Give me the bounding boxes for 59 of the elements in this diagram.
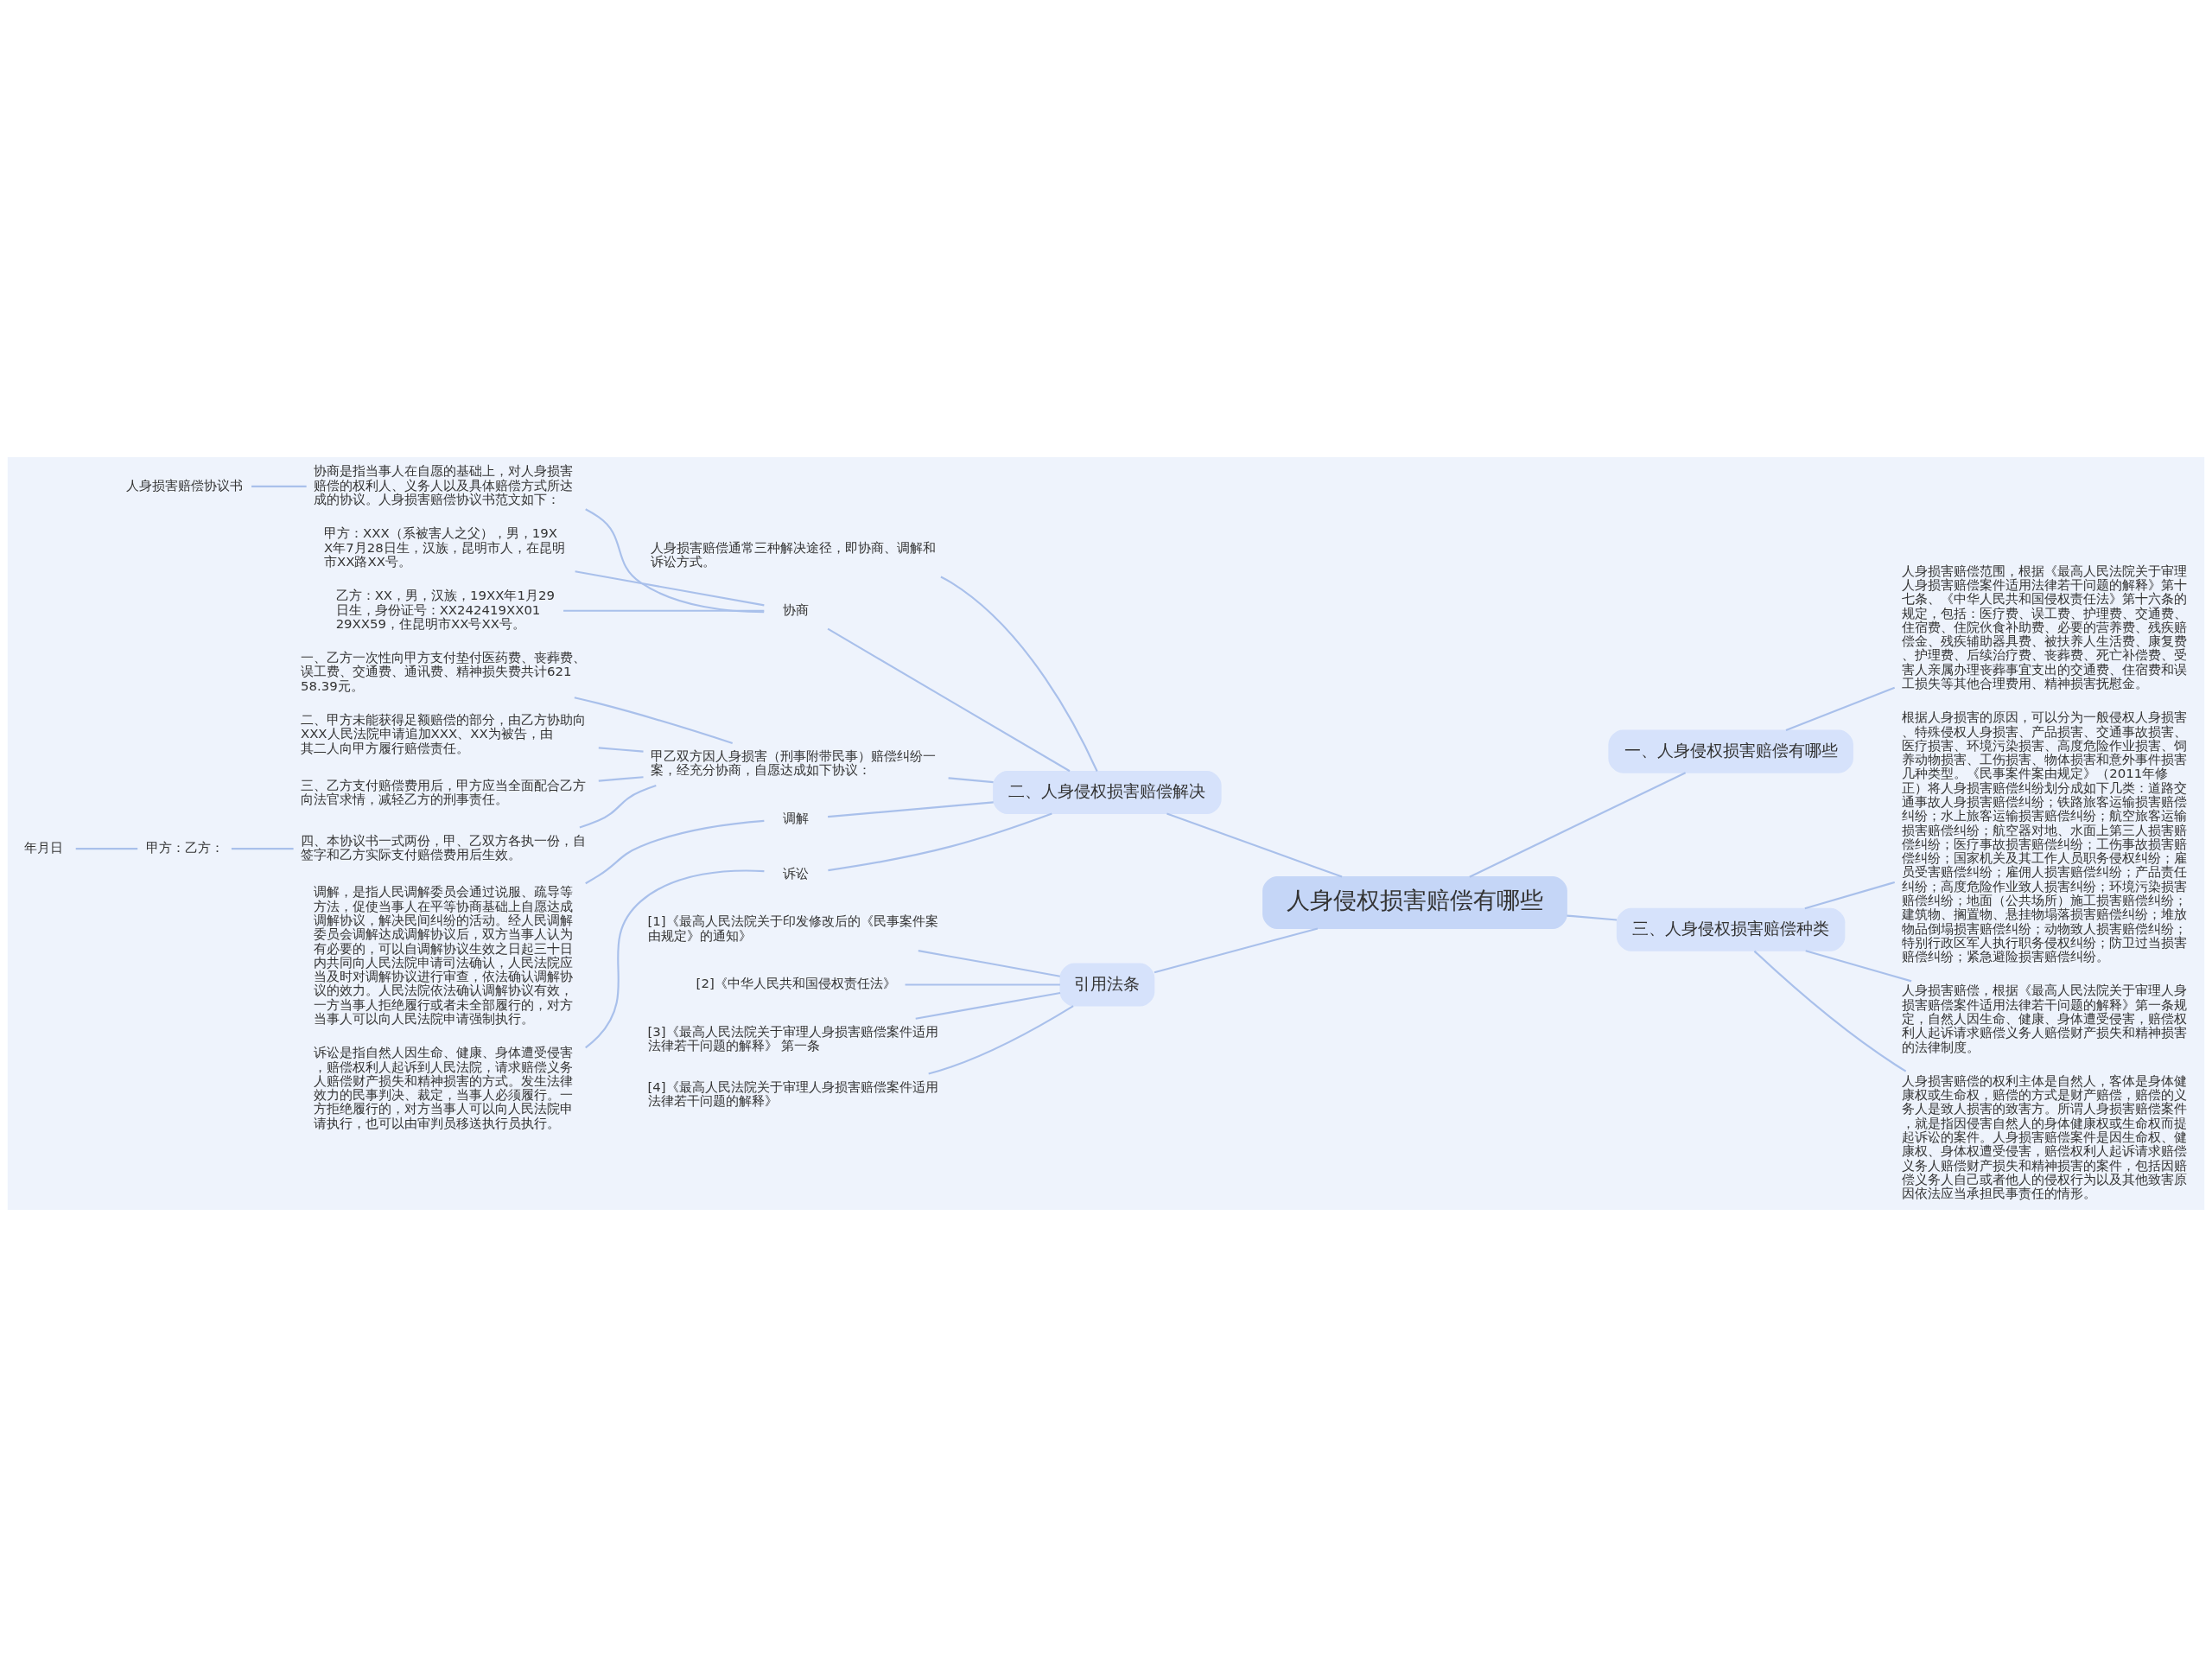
connector [1166,812,1343,878]
node-text: 调解，是指人民调解委员会通过说服、疏导等方法，促使当事人在平等协商基础上自愿达成调解协议，解决民间纠纷的活动。经人民调解委员会调解达成调解协议后，双方当事人认为有必要的，可以自调解协议生效之日起三十日内共同向人民法院申请司法确认，人民法院应当及时对调解协议进行审查，依法确认调解协议的效力。人民法院依法确认调解协议有效，一方当事人拒绝履行或者未全部履行的，对方当事人可以向人民法院申请强制执行。 [313,884,573,1028]
node-text: 人身损害赔偿的权利主体是自然人，客体是身体健康权或生命权，赔偿的方式是财产赔偿，赔偿的义务人是致人损害的致害方。所谓人身损害赔偿案件，就是指因侵害自然人的身体健康权或生命权而提起诉讼的案件。人身损害赔偿案件是因生命权、健康权、身体权遭受侵害，赔偿权利人起诉请求赔偿义务人赔偿财产损失和精神损害的案件，包括因赔偿义务人自己或者他人的侵权行为以及其他致害原因依法应当承担民事责任的情形。 [1902,1072,2188,1202]
connector [828,812,1052,872]
node-text: [1]《最高人民法院关于印发修改后的《民事案件案由规定》的通知》 [647,913,938,944]
node-box: 一、人身侵权损害赔偿有哪些 [1608,729,1853,773]
node-box: 人身侵权损害赔偿有哪些 [1262,876,1567,930]
connector [905,983,1060,986]
node-box: 引用法条 [1059,963,1155,1007]
connector [1567,914,1618,921]
connector [1785,686,1896,732]
connector [1469,772,1687,878]
node-text: 三、乙方支付赔偿费用后，甲方应当全面配合乙方向法官求情，减轻乙方的刑事责任。 [300,778,586,808]
node-text: 调解 [783,811,810,827]
node-text: 甲乙双方因人身损害（刑事附带民事）赔偿纠纷一案，经充分协商，自愿达成如下协议： [650,748,936,779]
connector [1804,881,1896,910]
connector [563,609,765,612]
connector [940,576,1098,772]
node-text: 诉讼 [783,865,810,881]
connector [827,627,1071,773]
connector [918,950,1060,977]
connector [928,1005,1074,1075]
node-text: 人身损害赔偿范围，根据《最高人民法院关于审理人身损害赔偿案件适用法律若干问题的解释》第十七条、《中华人民共和国侵权责任法》第十六条的规定，包括：医疗费、误工费、护理费、交通费、住宿费、住院伙食补助费、必要的营养费、残疾赔偿金、残疾辅助器具费、被扶养人生活费、康复费、护理费、后续治疗费、丧葬费、死亡补偿费、受害人亲属办理丧葬事宜支出的交通费、住宿费和误工损失等其他合理费用、精神损害抚慰金。 [1902,563,2188,691]
node-text: 根据人身损害的原因，可以分为一般侵权人身损害、特殊侵权人身损害、产品损害、交通事故损害、医疗损害、环境污染损害、高度危险作业损害、饲养动物损害、工伤损害、物体损害和意外事件损害几种类型。《民事案件案由规定》（2011年修正）将人身损害赔偿纠纷划分成如下几类：道路交通事故人身损害赔偿纠纷；铁路旅客运输损害赔偿纠纷；水上旅客运输损害赔偿纠纷；航空旅客运输损害赔偿纠纷；航空器对地、水面上第三人损害赔偿纠纷；医疗事故损害赔偿纠纷；工伤事故损害赔偿纠纷；国家机关及其工作人员职务侵权纠纷；雇员受害赔偿纠纷；雇佣人损害赔偿纠纷；产品责任纠纷；高度危险作业致人损害纠纷；环境污染损害赔偿纠纷；地面（公共场所）施工损害赔偿纠纷；建筑物、搁置物、悬挂物塌落损害赔偿纠纷；堆放物品倒塌损害赔偿纠纷；动物致人损害赔偿纠纷；特别行政区军人执行职务侵权纠纷；防卫过当损害赔偿纠纷；紧急避险损害赔偿纠纷。 [1902,709,2188,965]
node-text: 诉讼是指自然人因生命、健康、身体遭受侵害，赔偿权利人起诉到人民法院，请求赔偿义务人赔偿财产损失和精神损害的方式。发生法律效力的民事判决、裁定，当事人必须履行。一方拒绝履行的，对方当事人可以向人民法院申请执行，也可以由审判员移送执行员执行。 [313,1045,573,1131]
node-text: [4]《最高人民法院关于审理人身损害赔偿案件适用法律若干问题的解释》 [647,1078,938,1109]
node-text: 甲方：XXX（系被害人之父），男，19XX年7月28日生，汉族，昆明市人，在昆明市XX路XX号。 [324,525,565,569]
connector [585,869,765,1049]
node-text: [2]《中华人民共和国侵权责任法》 [696,976,896,992]
node-text: 年月日 [24,839,64,856]
node-text: 人身损害赔偿，根据《最高人民法院关于审理人身损害赔偿案件适用法律若干问题的解释》第一条规定，自然人因生命、健康、身体遭受侵害，赔偿权利人起诉请求赔偿义务人赔偿财产损失和精神损害的法律制度。 [1902,983,2188,1055]
connector [251,485,307,487]
connector [598,747,644,753]
connector [948,777,994,784]
connector [828,801,994,818]
connector [231,848,294,850]
connector [75,848,138,850]
connector [1805,950,1912,983]
connector [1154,927,1319,974]
connector [598,776,644,782]
connector [915,991,1061,1020]
node-text: 人身损害赔偿通常三种解决途径，即协商、调解和诉讼方式。 [650,539,936,569]
node-text: 乙方：XX，男，汉族，19XX年1月29日生，身份证号：XX242419XX0129XX59，住昆明市XX号XX号。 [335,588,555,632]
connector [579,785,657,829]
node-text: 协商是指当事人在自愿的基础上，对人身损害赔偿的权利人、义务人以及具体赔偿方式所达成的协议。人身损害赔偿协议书范文如下： [313,463,573,507]
node-text: 四、本协议书一式两份，甲、乙双方各执一份，自签字和乙方实际支付赔偿费用后生效。 [300,832,586,863]
node-text: 甲方：乙方： [145,839,224,856]
connector [574,697,733,745]
connector [1753,950,1907,1072]
node-text: [3]《最高人民法院关于审理人身损害赔偿案件适用法律若干问题的解释》 第一条 [647,1023,938,1054]
node-box: 三、人身侵权损害赔偿种类 [1616,907,1846,951]
node-text: 人身损害赔偿协议书 [126,477,244,493]
node-box: 二、人身侵权损害赔偿解决 [993,770,1222,815]
node-text: 二、甲方未能获得足额赔偿的部分，由乙方协助向XXX人民法院申请追加XXX、XX为被告，由其二人向甲方履行赔偿责任。 [300,712,586,756]
connector [585,819,765,885]
connector [585,508,765,614]
node-text: 协商 [783,601,810,618]
node-text: 一、乙方一次性向甲方支付垫付医药费、丧葬费、误工费、交通费、通讯费、精神损失费共计62158.39元。 [300,650,586,694]
connector [575,570,765,607]
